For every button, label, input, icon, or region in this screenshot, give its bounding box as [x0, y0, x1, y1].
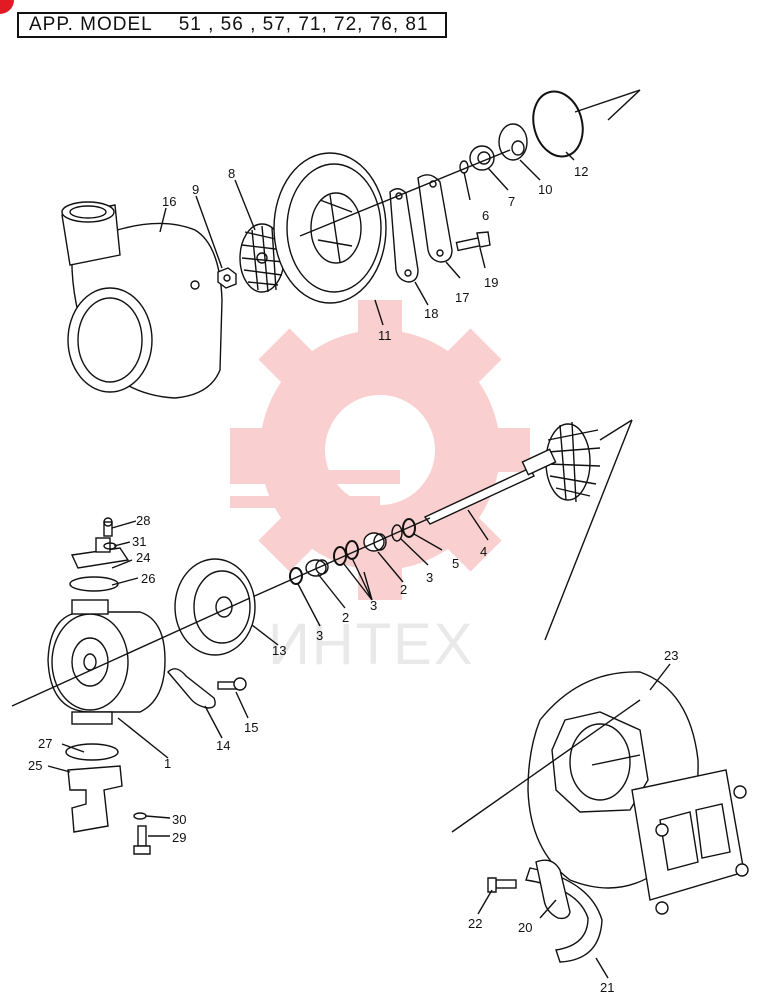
callout-25: 25 — [28, 758, 42, 773]
applicable-models-box: APP. MODEL 51 , 56 , 57, 71, 72, 76, 81 — [17, 12, 447, 38]
back-plate — [273, 152, 387, 304]
lock-nut — [217, 267, 237, 289]
turbine-housing — [527, 671, 749, 915]
watermark-text: ИНТЕХ — [268, 612, 474, 677]
bolt-22 — [487, 877, 517, 893]
callout-5: 5 — [452, 556, 459, 571]
callout-9: 9 — [192, 182, 199, 197]
callout-2-upper: 2 — [400, 582, 407, 597]
oil-inlet-flange — [69, 537, 130, 592]
callout-15: 15 — [244, 720, 258, 735]
callout-3-lower: 3 — [316, 628, 323, 643]
callout-8: 8 — [228, 166, 235, 181]
snap-ring-5 — [402, 518, 416, 538]
clip-ring-3c — [289, 567, 303, 585]
callout-27: 27 — [38, 736, 52, 751]
thrust-sleeve — [498, 123, 528, 161]
app-model-label: APP. MODEL — [29, 14, 153, 35]
callout-29: 29 — [172, 830, 186, 845]
callout-28: 28 — [136, 513, 150, 528]
model-numbers: 51 , 56 , 57, 71, 72, 76, 81 — [178, 14, 429, 35]
callout-1: 1 — [164, 756, 171, 771]
bearing-2a — [363, 532, 387, 552]
compressor-housing — [61, 201, 223, 399]
callout-17: 17 — [455, 290, 469, 305]
callout-20: 20 — [518, 920, 532, 935]
lock-plate — [389, 188, 419, 283]
callout-16: 16 — [162, 194, 176, 209]
callout-26: 26 — [141, 571, 155, 586]
callout-19: 19 — [484, 275, 498, 290]
support-bracket — [167, 668, 216, 709]
callout-18: 18 — [424, 306, 438, 321]
callout-4: 4 — [480, 544, 487, 559]
leader-lines — [47, 151, 671, 979]
turbine-shaft — [423, 421, 601, 525]
seal-plate — [417, 174, 453, 263]
heat-shield — [174, 558, 256, 656]
callout-13: 13 — [272, 643, 286, 658]
callout-3-middle: 3 — [370, 598, 377, 613]
v-band-clamp — [525, 867, 603, 963]
callout-24: 24 — [136, 550, 150, 565]
bolt-15 — [217, 677, 247, 691]
callout-11: 11 — [378, 328, 392, 343]
callout-30: 30 — [172, 812, 186, 827]
callout-3-upper: 3 — [426, 570, 433, 585]
callout-7: 7 — [508, 194, 515, 209]
center-housing — [47, 599, 166, 725]
callout-21: 21 — [600, 980, 614, 995]
bolt-19 — [455, 231, 491, 252]
callout-10: 10 — [538, 182, 552, 197]
bolt-28 — [103, 517, 113, 537]
o-ring — [532, 90, 584, 158]
bolt-29 — [133, 825, 151, 855]
callout-6: 6 — [482, 208, 489, 223]
clip-ring-3a — [391, 524, 403, 542]
callout-12: 12 — [574, 164, 588, 179]
callout-31: 31 — [132, 534, 146, 549]
callout-23: 23 — [664, 648, 678, 663]
washer-30 — [133, 812, 147, 820]
oil-outlet-pipe — [65, 743, 123, 833]
callout-14: 14 — [216, 738, 230, 753]
callout-numbers: 16 9 8 11 18 17 19 6 7 10 12 4 5 3 2 3 2… — [28, 164, 678, 995]
callout-2-lower: 2 — [342, 610, 349, 625]
callout-22: 22 — [468, 916, 482, 931]
